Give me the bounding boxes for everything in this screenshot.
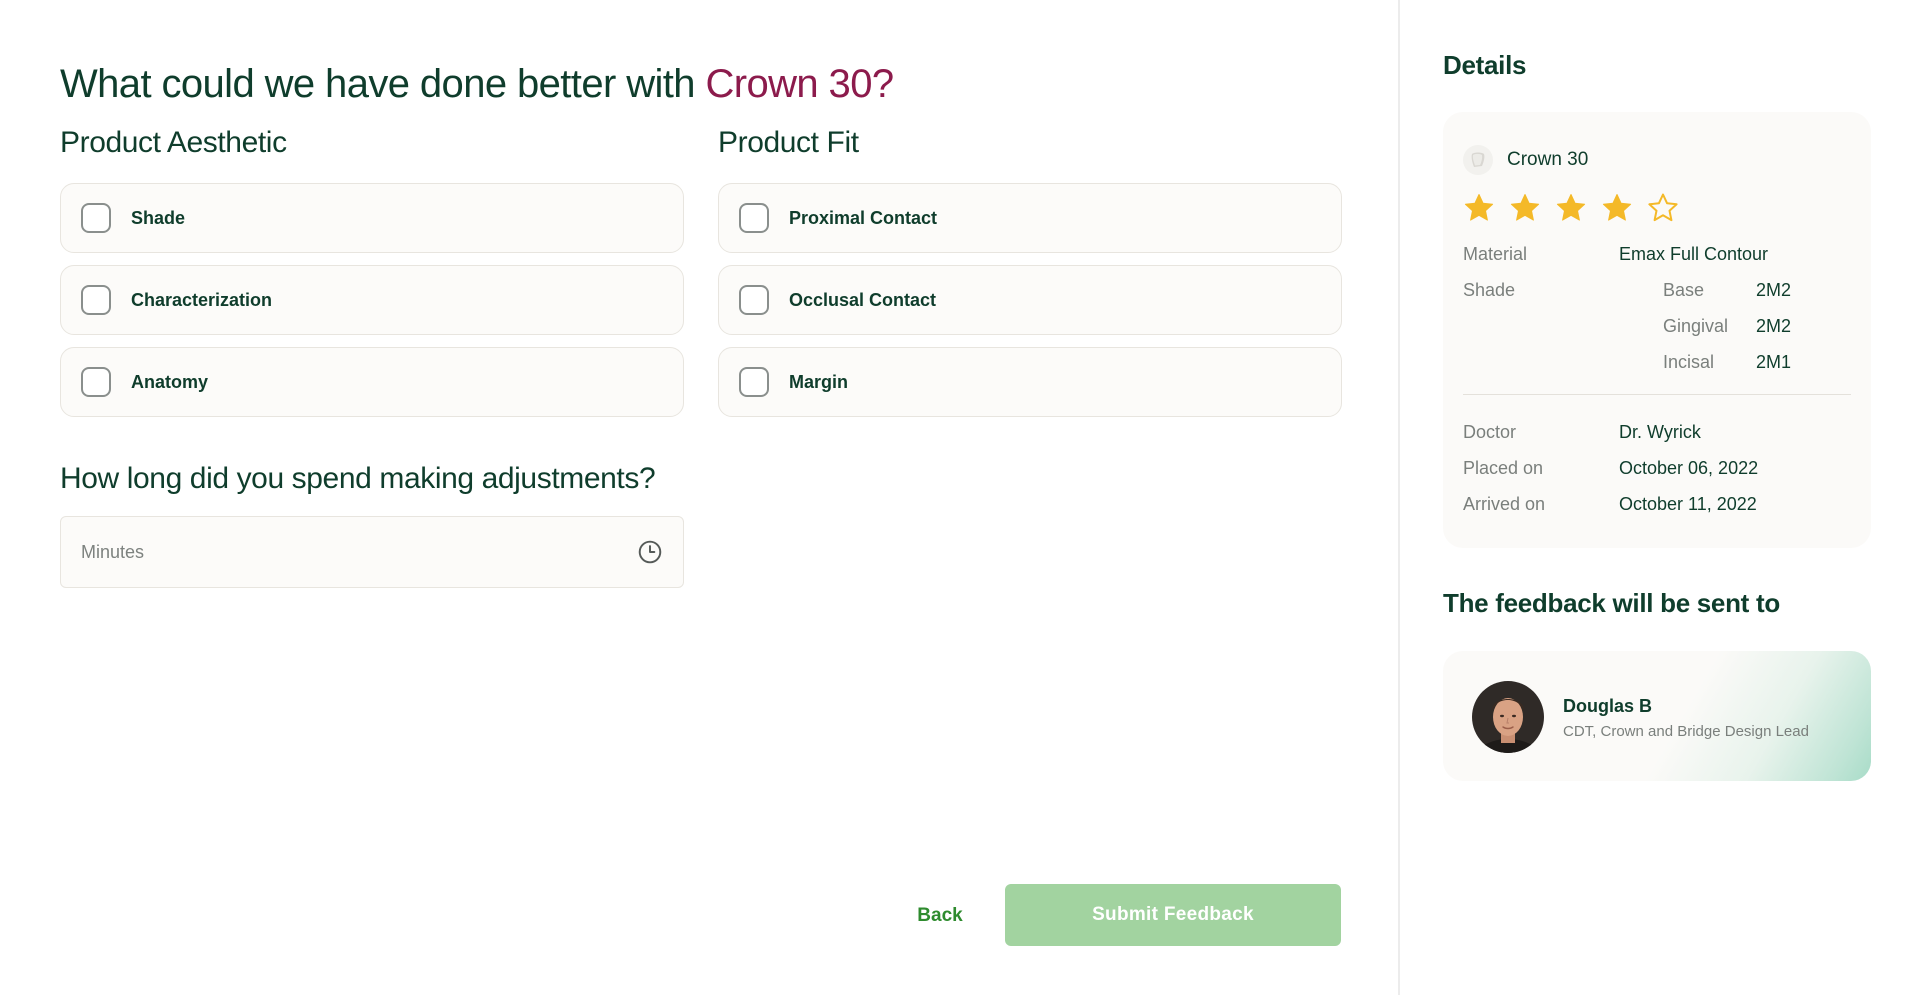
option-label: Occlusal Contact [789,289,937,310]
star-filled-icon [1556,194,1586,221]
page-title: What could we have done better with Crow… [60,62,894,106]
checkbox[interactable] [81,285,111,315]
product-highlight: Crown 30? [705,62,894,106]
submit-feedback-button[interactable]: Submit Feedback [1005,884,1341,946]
shade-base-label: Base [1663,280,1705,300]
option-label: Shade [131,207,186,228]
placed-on-label: Placed on [1463,458,1544,478]
details-title: Details [1443,50,1527,80]
avatar [1472,681,1544,753]
checkbox[interactable] [739,285,769,315]
option-label: Characterization [131,289,273,310]
shade-label: Shade [1463,280,1516,300]
option-anatomy[interactable]: Anatomy [60,347,684,417]
crown-icon [1463,145,1493,175]
option-label: Proximal Contact [789,207,938,228]
minutes-field[interactable] [60,516,684,588]
checkbox[interactable] [81,203,111,233]
placed-on-value: October 06, 2022 [1619,458,1759,478]
star-filled-icon [1510,194,1540,221]
shade-base-value: 2M2 [1756,280,1792,300]
shade-gingival-label: Gingival [1663,316,1729,336]
option-proximal-contact[interactable]: Proximal Contact [718,183,1342,253]
doctor-value: Dr. Wyrick [1619,422,1701,442]
option-shade[interactable]: Shade [60,183,684,253]
material-value: Emax Full Contour [1619,244,1769,264]
recipient-role: CDT, Crown and Bridge Design Lead [1563,723,1809,740]
star-filled-icon [1602,194,1632,221]
section-title-adjustments: How long did you spend making adjustment… [60,462,656,495]
section-title-aesthetic: Product Aesthetic [60,126,287,159]
feedback-form: What could we have done better with Crow… [60,62,1342,946]
doctor-label: Doctor [1463,422,1517,442]
details-card: Crown 30 Material Emax Full Contour Shad… [1443,112,1871,548]
checkbox[interactable] [81,367,111,397]
recipient-title: The feedback will be sent to [1443,588,1780,618]
arrived-on-value: October 11, 2022 [1619,494,1757,514]
product-row: Crown 30 [1463,145,1588,175]
checkbox[interactable] [739,367,769,397]
shade-gingival-value: 2M2 [1756,316,1792,336]
details-divider [1463,394,1851,395]
checkbox[interactable] [739,203,769,233]
option-label: Margin [789,371,849,392]
shade-incisal-label: Incisal [1663,352,1715,372]
star-empty-icon [1648,193,1678,222]
section-title-fit: Product Fit [718,126,859,159]
material-label: Material [1463,244,1528,264]
recipient-name: Douglas B [1563,696,1653,716]
star-rating [1463,192,1679,224]
option-label: Anatomy [131,371,209,392]
option-margin[interactable]: Margin [718,347,1342,417]
minutes-input[interactable] [81,541,637,563]
shade-incisal-value: 2M1 [1756,352,1792,372]
panel-divider [1398,0,1400,995]
star-filled-icon [1464,194,1494,221]
details-panel: Details Crown 30 Material Emax Full Cont… [1400,0,1920,995]
option-characterization[interactable]: Characterization [60,265,684,335]
product-name: Crown 30 [1507,149,1589,170]
recipient-card: Douglas B CDT, Crown and Bridge Design L… [1443,651,1871,781]
option-occlusal-contact[interactable]: Occlusal Contact [718,265,1342,335]
clock-icon[interactable] [637,539,663,565]
back-button[interactable]: Back [900,886,980,946]
arrived-on-label: Arrived on [1463,494,1546,514]
